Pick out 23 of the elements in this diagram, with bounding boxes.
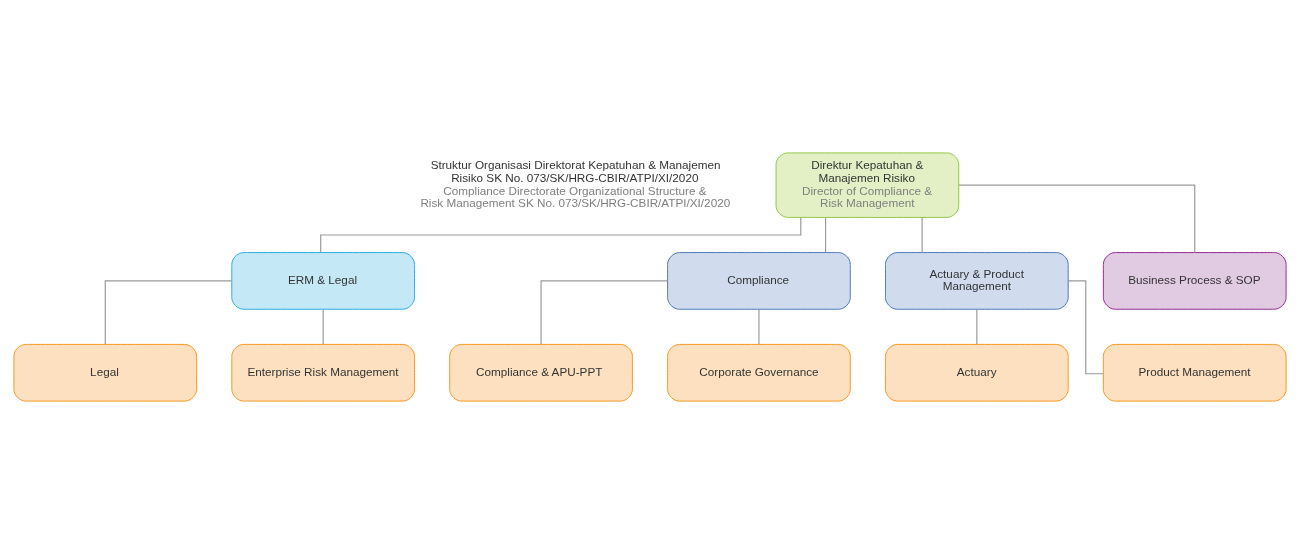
node-box: Corporate Governance — [667, 343, 851, 402]
connector — [540, 279, 669, 345]
connector — [104, 279, 233, 345]
label: Struktur Organisasi Direktorat Kepatuhan & Manajemen Risiko SK No. 073/SK/HRG-CBIR/ATPI/XI/2020 — [430, 157, 721, 184]
node-box: Business Process & SOP — [1102, 251, 1287, 310]
connector — [976, 308, 978, 345]
connector — [322, 308, 324, 345]
connector — [320, 216, 802, 253]
node-box: Compliance — [667, 251, 851, 310]
node-box: Actuary & Product Management — [885, 251, 1069, 310]
connector — [758, 308, 760, 345]
connector — [921, 216, 923, 253]
label: Compliance Directorate Organizational Structure & Risk Management SK No. 073/SK/HRG-CBIR/ATPI/XI/2020 — [420, 183, 731, 209]
connector — [1067, 279, 1104, 374]
connector — [958, 184, 1196, 253]
node-box: Direktur Kepatuhan & Manajemen Risiko Director of Compliance & Risk Management — [775, 151, 960, 218]
connector — [824, 216, 827, 253]
node-box: ERM & Legal — [231, 251, 415, 310]
node-box: Actuary — [885, 343, 1069, 402]
node-box: Compliance & APU-PPT — [449, 343, 633, 402]
node-box: Legal — [13, 343, 198, 402]
node-box: Product Management — [1102, 343, 1287, 402]
node-box: Enterprise Risk Management — [231, 343, 415, 402]
